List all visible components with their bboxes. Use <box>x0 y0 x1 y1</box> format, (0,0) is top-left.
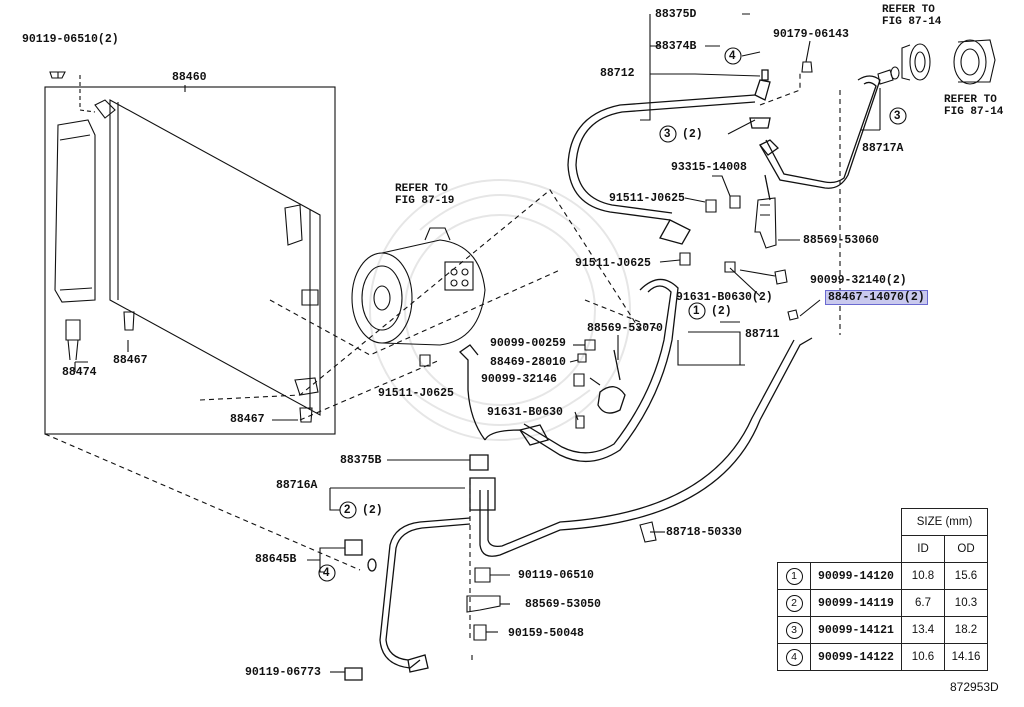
label-91511-J0625-b: 91511-J0625 <box>575 257 651 270</box>
label-88467-a: 88467 <box>113 354 148 367</box>
table-row: 2 90099-14119 6.7 10.3 <box>777 589 988 617</box>
od-header: OD <box>944 535 988 563</box>
row-number: 2 <box>785 594 803 612</box>
callout-qty-2: (2) <box>362 504 383 517</box>
row-number: 3 <box>785 621 803 639</box>
label-88375D: 88375D <box>655 8 697 21</box>
label-91511-J0625-a: 91511-J0625 <box>609 192 685 205</box>
callout-number-3-right: 3 <box>894 110 901 122</box>
callout-number-4-left: 4 <box>323 567 330 579</box>
label-90099-32140-2: 90099-32140(2) <box>810 274 907 287</box>
row-id: 6.7 <box>901 589 945 617</box>
refer-to-fig-87-14-top[interactable]: REFER TO FIG 87-14 <box>882 4 942 28</box>
label-91631-B0630: 91631-B0630 <box>487 406 563 419</box>
condenser-core <box>94 99 321 416</box>
hose-88712 <box>567 69 771 245</box>
id-header: ID <box>901 535 945 563</box>
callout-circle-2 <box>339 501 357 519</box>
label-90099-32146: 90099-32146 <box>481 373 557 386</box>
row-number: 1 <box>785 567 803 585</box>
label-93315-14008: 93315-14008 <box>671 161 747 174</box>
callout-qty-3: (2) <box>682 128 703 141</box>
callout-number-4-top: 4 <box>729 50 736 62</box>
label-90159-50048: 90159-50048 <box>508 627 584 640</box>
row-od: 15.6 <box>944 562 988 590</box>
label-88717A: 88717A <box>862 142 904 155</box>
row-number: 4 <box>785 648 803 666</box>
compressor <box>351 227 486 346</box>
callout-circle-1 <box>688 302 706 320</box>
label-88718-50330: 88718-50330 <box>666 526 742 539</box>
table-row: 3 90099-14121 13.4 18.2 <box>777 616 988 644</box>
callout-number-3-top: 3 <box>664 128 671 140</box>
leader-dashes <box>44 70 841 640</box>
callout-circle-3-top <box>659 125 677 143</box>
label-88469-28010: 88469-28010 <box>490 356 566 369</box>
label-88569-53060: 88569-53060 <box>803 234 879 247</box>
row-od: 18.2 <box>944 616 988 644</box>
label-90119-06510-2: 90119-06510(2) <box>22 33 119 46</box>
label-88569-53070: 88569-53070 <box>587 322 663 335</box>
table-row: 4 90099-14122 10.6 14.16 <box>777 643 988 671</box>
label-88375B: 88375B <box>340 454 382 467</box>
row-part-number: 90099-14119 <box>810 589 902 617</box>
watermark-crest <box>369 179 631 441</box>
label-91511-J0625-c: 91511-J0625 <box>378 387 454 400</box>
figure-code: 872953D <box>950 680 999 694</box>
expansion-valve-parts <box>877 39 996 85</box>
callout-number-2: 2 <box>344 504 351 516</box>
row-id: 10.6 <box>901 643 945 671</box>
o-ring-size-table: SIZE (mm) ID OD 1 90099-14120 10.8 15.6 … <box>777 508 988 671</box>
condenser-side-panel <box>54 119 96 303</box>
row-part-number: 90099-14120 <box>810 562 902 590</box>
label-88645B: 88645B <box>255 553 297 566</box>
callout-circle-3-right <box>889 107 907 125</box>
row-od: 10.3 <box>944 589 988 617</box>
refer-to-fig-87-19[interactable]: REFER TO FIG 87-19 <box>395 183 455 207</box>
label-88374B: 88374B <box>655 40 697 53</box>
size-header: SIZE (mm) <box>901 508 988 536</box>
table-row: 1 90099-14120 10.8 15.6 <box>777 562 988 590</box>
label-91631-B0630-2: 91631-B0630(2) <box>676 291 773 304</box>
label-88460: 88460 <box>172 71 207 84</box>
callout-circle-4-top <box>724 47 742 65</box>
row-od: 14.16 <box>944 643 988 671</box>
label-88474: 88474 <box>62 366 97 379</box>
callout-number-1: 1 <box>693 305 700 317</box>
label-88467-14070-2-highlighted[interactable]: 88467-14070(2) <box>825 290 928 305</box>
label-88711: 88711 <box>745 328 780 341</box>
table-subheader-row: ID OD <box>778 535 988 563</box>
refer-to-fig-87-14-right[interactable]: REFER TO FIG 87-14 <box>944 94 1004 118</box>
label-90099-00259: 90099-00259 <box>490 337 566 350</box>
callout-circle-4-left <box>318 564 336 582</box>
row-part-number: 90099-14121 <box>810 616 902 644</box>
hose-88711 <box>458 278 679 463</box>
condenser-frame <box>44 86 336 435</box>
pipe-88716A <box>469 337 813 557</box>
label-90119-06510: 90119-06510 <box>518 569 594 582</box>
label-88712: 88712 <box>600 67 635 80</box>
label-88467-b: 88467 <box>230 413 265 426</box>
label-leaders <box>307 13 881 673</box>
row-id: 10.8 <box>901 562 945 590</box>
label-90119-06773: 90119-06773 <box>245 666 321 679</box>
pipe-88717A <box>758 75 881 201</box>
label-88569-53050: 88569-53050 <box>525 598 601 611</box>
label-88716A: 88716A <box>276 479 318 492</box>
pipe-88645B <box>344 517 471 681</box>
row-part-number: 90099-14122 <box>810 643 902 671</box>
row-id: 13.4 <box>901 616 945 644</box>
table-header-row: SIZE (mm) <box>778 508 988 536</box>
callout-qty-1: (2) <box>711 305 732 318</box>
label-90179-06143: 90179-06143 <box>773 28 849 41</box>
